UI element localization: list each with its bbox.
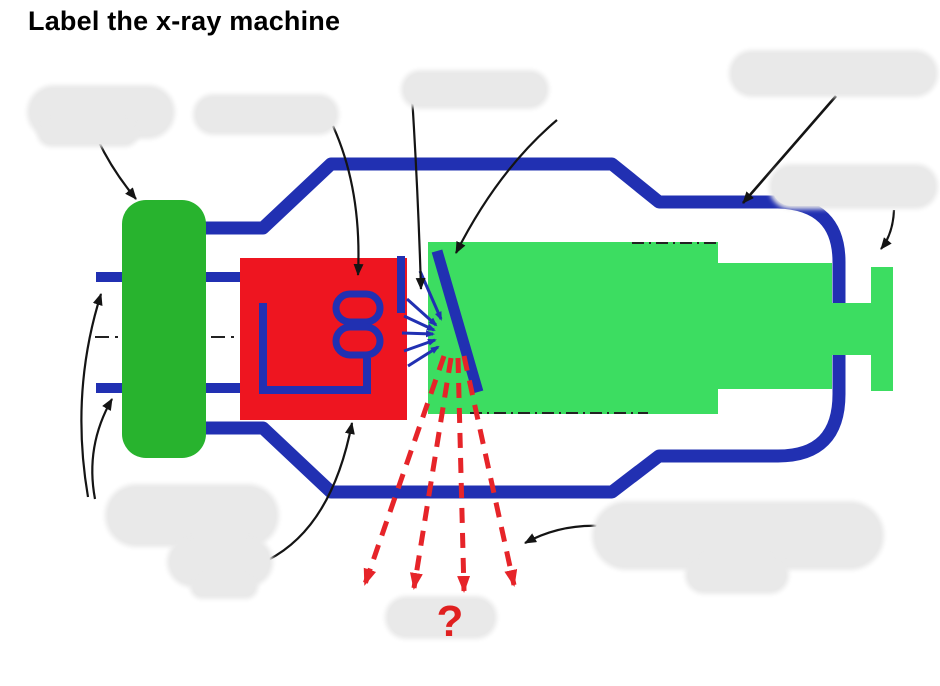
xray-beam-arrow xyxy=(461,355,518,587)
pointer-to-target xyxy=(455,119,558,254)
filament-coil-bottom xyxy=(332,323,384,359)
electron-beam-arrow xyxy=(401,330,435,338)
answer-blank-filament[interactable] xyxy=(196,97,336,132)
pointer-to-filament xyxy=(331,125,364,276)
pointer-arrows xyxy=(80,95,896,561)
electron-beam-arrow xyxy=(407,345,440,368)
xray-beam-arrow xyxy=(409,357,454,590)
answer-blank-top-left-lobe[interactable] xyxy=(40,122,136,144)
pointer-to-lead-bottom xyxy=(91,398,113,500)
question-mark-label[interactable]: ? xyxy=(436,597,464,646)
electron-beam-arrow xyxy=(405,297,438,327)
cathode-end-cap xyxy=(122,200,206,458)
xray-beam-arrows xyxy=(362,355,518,593)
anode-block xyxy=(428,242,893,414)
electron-beam-arrow xyxy=(403,314,436,332)
pointer-to-electron-beam xyxy=(410,95,426,290)
pointer-to-cathode-block xyxy=(267,422,355,561)
electron-beam-arrow xyxy=(403,338,437,353)
answer-blank-electron-beam[interactable] xyxy=(404,73,546,106)
xray-beam-arrow xyxy=(362,355,447,586)
pointer-to-cathode-cap xyxy=(97,139,137,200)
answer-blank-beam[interactable] xyxy=(388,599,494,636)
pointer-to-lead-top xyxy=(80,293,103,498)
answer-blank-right[interactable] xyxy=(772,167,935,206)
answer-blank-top-right[interactable] xyxy=(732,53,935,94)
filament-support xyxy=(259,303,371,394)
answer-blank-bottom-left[interactable] xyxy=(108,487,276,544)
pointer-to-anode-stem xyxy=(880,209,896,250)
pointer-to-tube-envelope xyxy=(742,95,837,204)
answer-blank-bottom-left-lobe[interactable] xyxy=(170,540,270,584)
answer-blank-bottom-right[interactable] xyxy=(595,504,881,567)
page-title: Label the x-ray machine xyxy=(28,6,341,36)
answer-blank-bottom-left-tail[interactable] xyxy=(193,578,255,596)
xray-beam-arrow xyxy=(455,357,471,593)
electron-beam-arrows xyxy=(401,270,443,368)
answer-blank-bottom-right-lobe[interactable] xyxy=(688,558,786,591)
target-face xyxy=(431,249,484,394)
filament-coil-top xyxy=(332,290,384,326)
